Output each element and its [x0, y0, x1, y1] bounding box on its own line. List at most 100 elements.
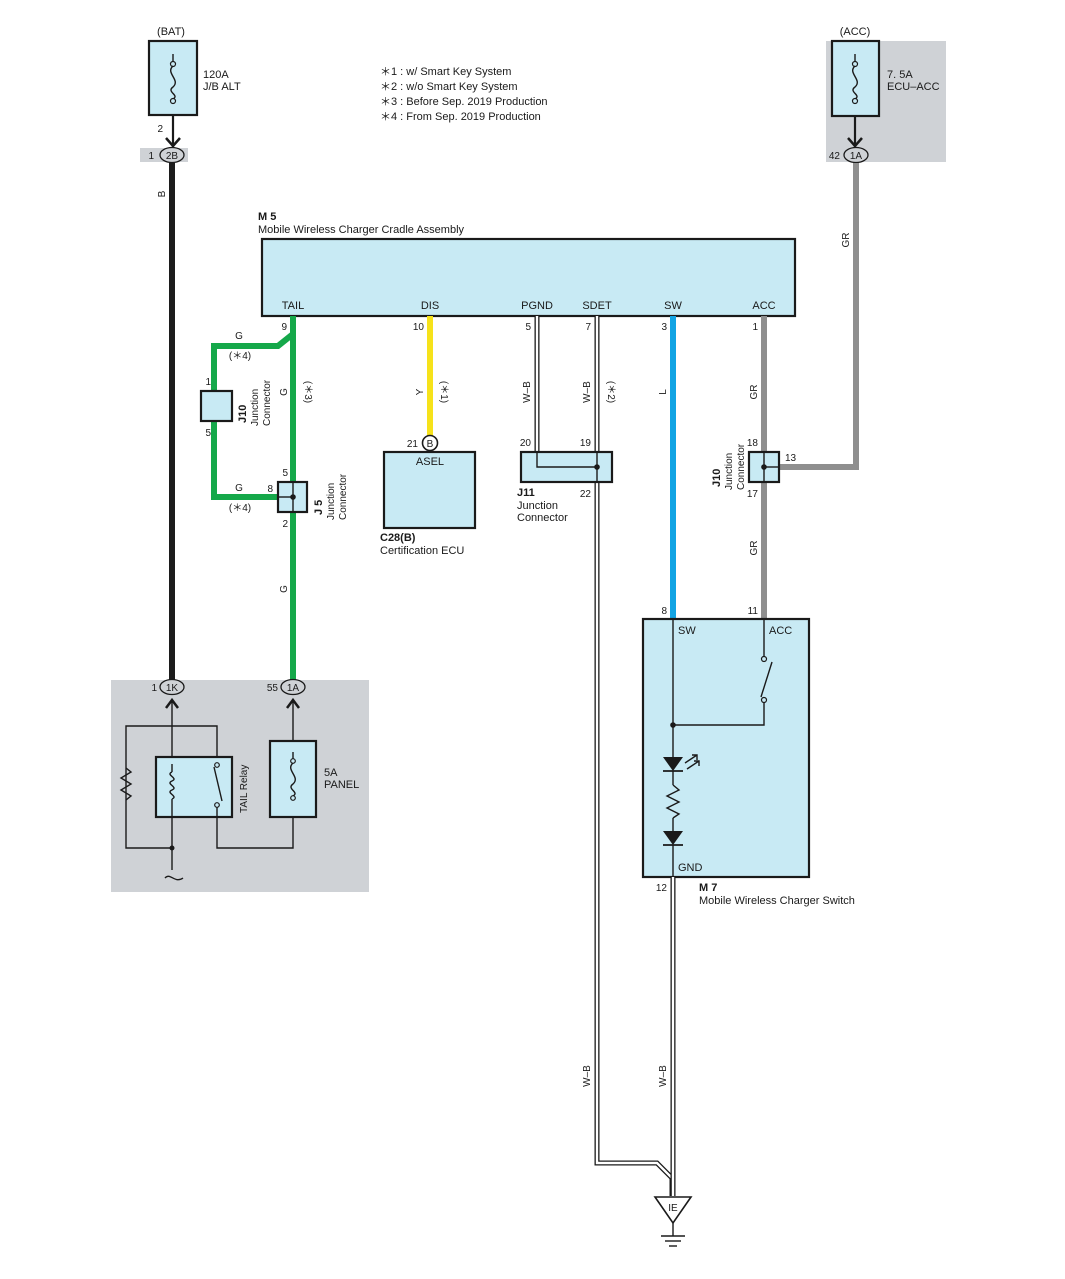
j10-right-pin-bottom: 17 — [747, 489, 759, 500]
bat-connector-pin: 1 — [148, 151, 154, 162]
m7-terminal-gnd: GND — [678, 862, 703, 874]
relay-coil-icon — [169, 764, 175, 817]
j5-junction-dot — [290, 494, 296, 500]
bat-fuse-name: J/B ALT — [203, 81, 241, 93]
wire-wb-label-2: W–B — [582, 381, 593, 403]
j10-left-code: J10 — [237, 405, 249, 423]
acc-connector-oval — [843, 146, 869, 164]
panel-connector-1a — [280, 678, 306, 696]
j10-left-name-1: Junction — [250, 389, 261, 426]
bat-source-label: (BAT) — [157, 26, 185, 38]
m5-pin-tail: 9 — [281, 322, 287, 333]
m5-pin-sw: 3 — [661, 322, 667, 333]
j10-left-name-2: Connector — [262, 379, 273, 426]
bat-connector-code: 2B — [166, 151, 179, 162]
m5-terminal-tail: TAIL — [282, 300, 304, 312]
wire-g-label-4: G — [279, 585, 290, 593]
j10-right-pin-top: 18 — [747, 438, 759, 449]
j5-pin-top: 5 — [282, 468, 288, 479]
wire-note3-label: (＊3) — [302, 381, 313, 403]
acc-fuse-name: ECU–ACC — [887, 81, 940, 93]
j10-left-pin-bottom: 5 — [205, 428, 211, 439]
wire-gr-label-1: GR — [749, 385, 760, 400]
j10-left-pin-top: 1 — [205, 377, 211, 388]
wire-g-label-3: G — [235, 483, 243, 494]
m7-code: M 7 — [699, 882, 717, 894]
resistor-icon — [665, 784, 681, 819]
bat-fuse — [147, 39, 199, 117]
wire-wb-label-1: W–B — [522, 381, 533, 403]
c28-name: Certification ECU — [380, 545, 464, 557]
j5-name-1: Junction — [326, 483, 337, 520]
j11-junction-dot — [594, 464, 600, 470]
c28-connector-code: B — [427, 439, 434, 450]
note-2: ＊2 : w/o Smart Key System — [380, 81, 518, 93]
j10-left-box — [199, 389, 234, 423]
panel-fuse — [268, 700, 318, 819]
m7-box — [641, 617, 811, 879]
panel-fuse-name: PANEL — [324, 779, 359, 791]
wire-gr-label-2: GR — [749, 541, 760, 556]
wire-b-label: B — [157, 190, 168, 197]
wire-note4-label-2: (＊4) — [229, 503, 251, 514]
j5-code: J 5 — [313, 500, 325, 515]
m7-pin-gnd: 12 — [656, 883, 668, 894]
acc-connector-code: 1A — [850, 151, 863, 162]
j11-pin-20: 20 — [520, 438, 532, 449]
m7-pin-sw: 8 — [661, 606, 667, 617]
m5-name: Mobile Wireless Charger Cradle Assembly — [258, 224, 465, 236]
wire-g-label-1: G — [235, 331, 243, 342]
m5-pin-pgnd: 5 — [525, 322, 531, 333]
ground-symbol-icon — [653, 1196, 693, 1247]
tail-relay-circuit — [119, 700, 294, 881]
panel-connector-1k — [159, 678, 185, 696]
m5-terminal-sdet: SDET — [582, 300, 612, 312]
acc-fuse-rating: 7. 5A — [887, 69, 913, 81]
panel-pin-1k: 1 — [151, 683, 157, 694]
c28-pin: 21 — [407, 439, 419, 450]
diode-icon — [663, 831, 683, 845]
j11-name-2: Connector — [517, 512, 568, 524]
wire-note1-label: (＊1) — [438, 381, 449, 403]
m5-terminal-acc: ACC — [752, 300, 775, 312]
j11-pin-19: 19 — [580, 438, 592, 449]
panel-code-1a: 1A — [287, 683, 300, 694]
m5-pin-dis: 10 — [413, 322, 425, 333]
acc-arrow-icon — [847, 137, 863, 148]
bat-arrow-icon — [165, 137, 181, 148]
j10-right-name-1: Junction — [724, 453, 735, 490]
c28-box — [382, 450, 477, 530]
m7-terminal-acc: ACC — [769, 625, 792, 637]
m7-pin-acc: 11 — [748, 606, 759, 617]
j11-code: J11 — [517, 487, 535, 499]
footnotes: ＊1 : w/ Smart Key System ＊2 : w/o Smart … — [380, 66, 548, 123]
m5-box — [260, 237, 797, 318]
bat-fuse-pin: 2 — [157, 124, 163, 135]
wire-gray-acc-feed — [779, 163, 859, 470]
led-icon — [663, 757, 683, 771]
j10-right-name-2: Connector — [736, 443, 747, 490]
note-4: ＊4 : From Sep. 2019 Production — [380, 111, 541, 123]
wire-note4-label-1: (＊4) — [229, 351, 251, 362]
ground-label: IE — [668, 1203, 678, 1214]
j10-right-pin-right: 13 — [785, 453, 797, 464]
tail-relay-label: TAIL Relay — [239, 765, 250, 813]
m7-terminal-sw: SW — [678, 625, 696, 637]
wire-wb-label-4: W–B — [658, 1065, 669, 1087]
instrument-panel-zone — [111, 680, 369, 892]
note-1: ＊1 : w/ Smart Key System — [380, 66, 511, 78]
j10-right-junction-dot — [761, 464, 767, 470]
m5-pin-acc: 1 — [752, 322, 758, 333]
power-source-icon — [164, 875, 184, 881]
relay-resistor-icon — [119, 767, 133, 801]
panel-code-1k: 1K — [166, 683, 179, 694]
m7-name: Mobile Wireless Charger Switch — [699, 895, 855, 907]
wire-gr-label-top: GR — [841, 233, 852, 248]
note-3: ＊3 : Before Sep. 2019 Production — [380, 96, 548, 108]
c28-terminal: ASEL — [416, 456, 444, 468]
m5-pin-sdet: 7 — [585, 322, 591, 333]
panel-pin-1a: 55 — [267, 683, 279, 694]
m5-code: M 5 — [258, 211, 276, 223]
wire-y-label: Y — [415, 388, 426, 395]
acc-connector-pin: 42 — [829, 151, 841, 162]
